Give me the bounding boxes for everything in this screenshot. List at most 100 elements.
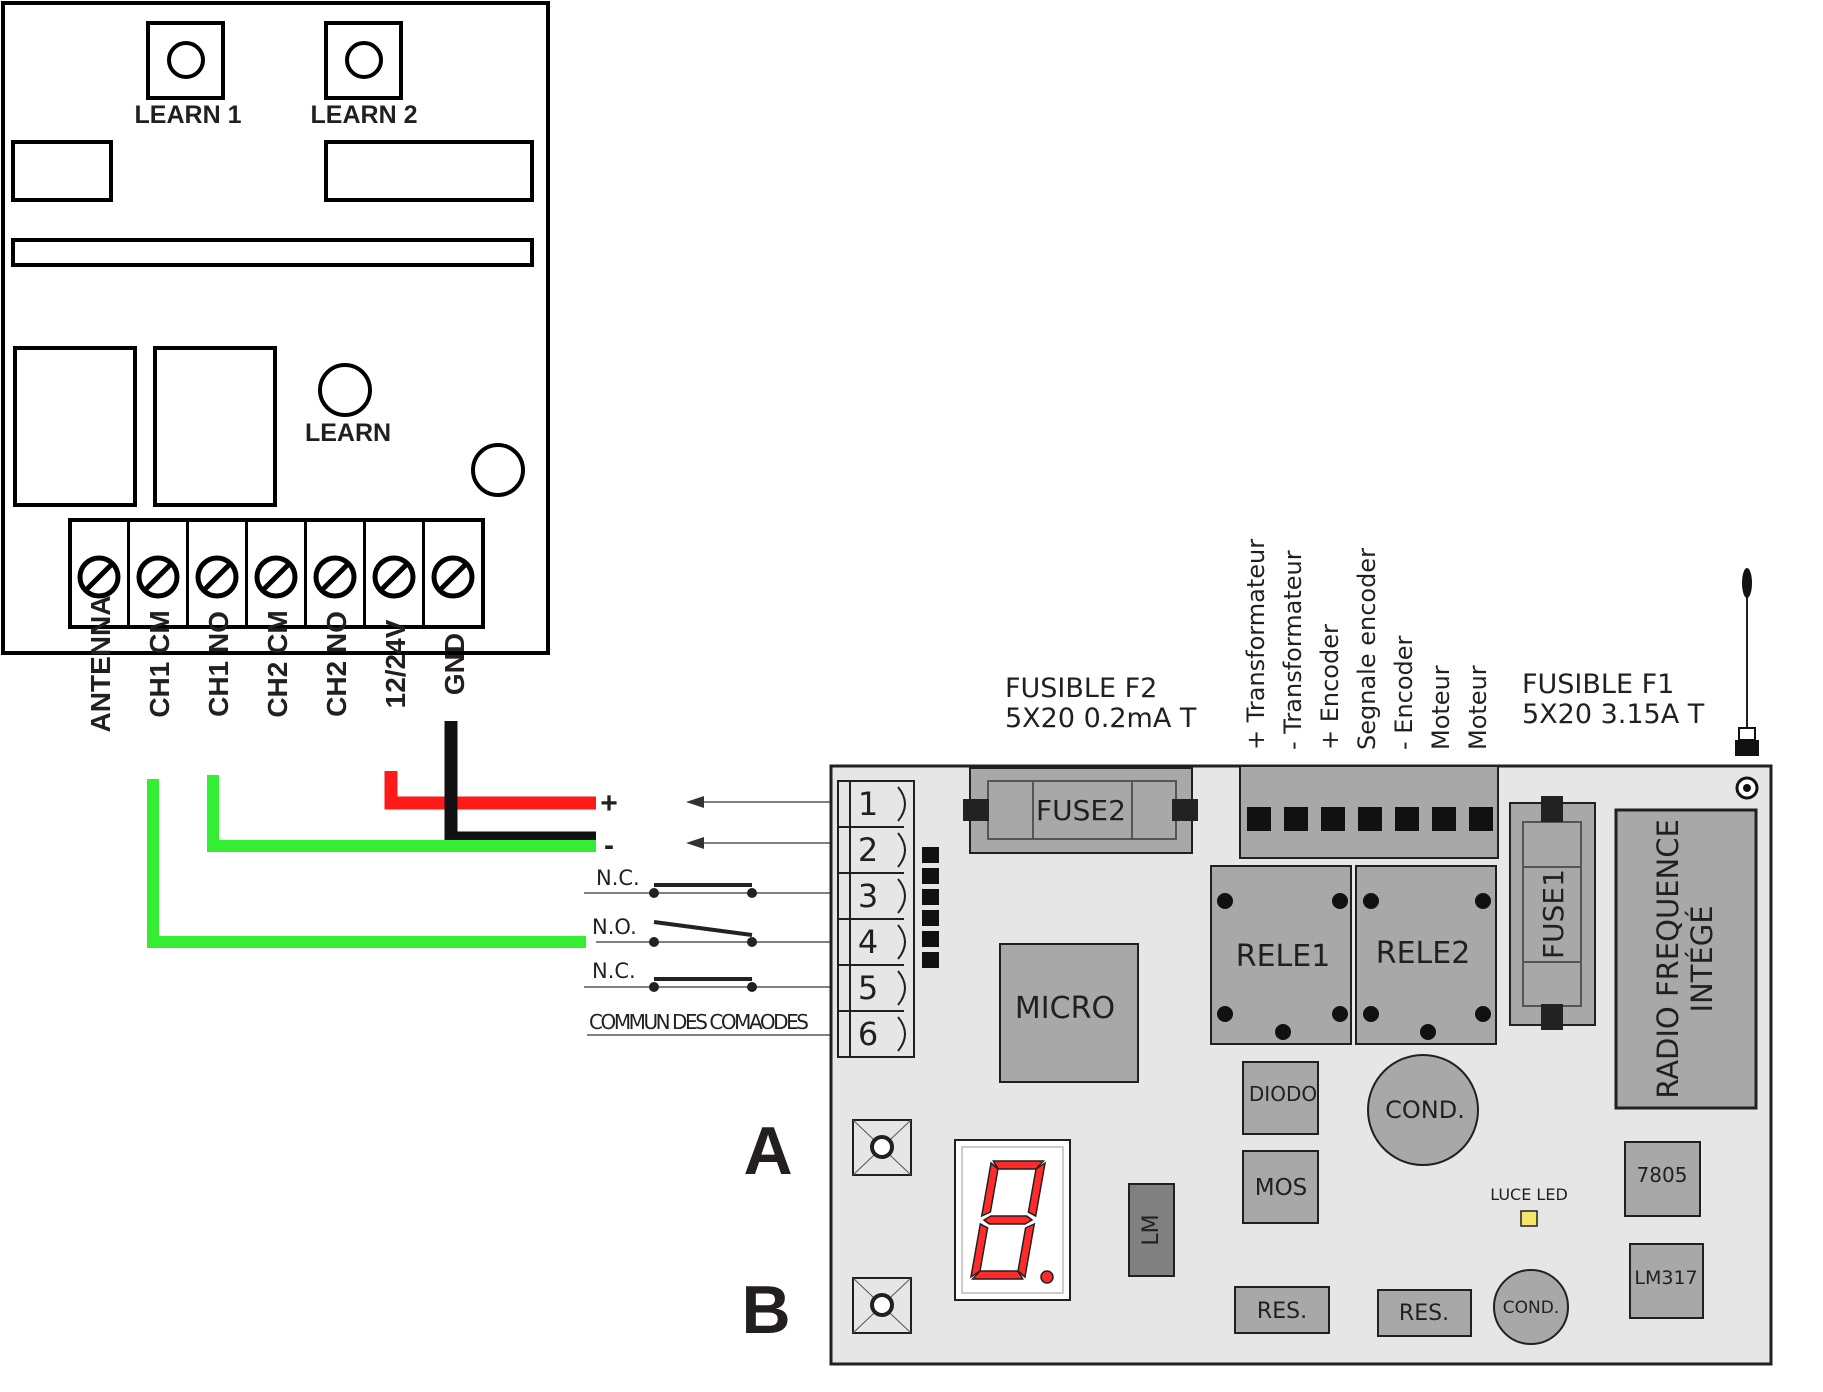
board-terminal-number: 4 [858,923,878,961]
receiver-led [471,443,525,497]
board-terminal-number: 1 [858,785,878,823]
segment-b [1027,1161,1047,1218]
board-terminal-clip [897,786,906,822]
radio-module [1614,808,1758,1110]
button-b-knob [870,1293,894,1317]
fuse1-label: FUSE1 [1537,869,1570,959]
connector-pin [1469,807,1493,831]
fuse-f2-line1: FUSIBLE F2 [1005,673,1157,704]
lm-label: LM [1139,1214,1164,1245]
no-label: N.O. [592,915,637,939]
seven-segment-digit [969,1160,1047,1280]
learn1-button-knob [167,41,205,79]
board-terminal-number: 6 [858,1015,878,1053]
header-pin [922,952,939,968]
ic-7805 [1624,1141,1701,1217]
learn-button[interactable] [318,363,372,417]
relay-pin [1217,893,1233,909]
terminal-screw-slot [144,563,172,591]
res-2-label: RES. [1399,1301,1449,1326]
segment-a [992,1160,1046,1170]
connector-pin [1432,807,1456,831]
terminal-screw-slot [439,563,467,591]
fuse1-clip-bottom [1541,1004,1563,1030]
connector-label: + Transformateur [1242,539,1270,750]
antenna-joint [1738,727,1756,741]
relay-pin [1475,1006,1491,1022]
wires: + - [147,721,830,948]
diodo-label: DIODO [1249,1082,1317,1106]
header-pin [922,931,939,947]
board-pin-header [922,847,939,968]
green-wire-ch1-no [207,775,596,852]
segment-g [982,1215,1034,1225]
board-terminal-clip [897,832,906,868]
common-label: COMMUN DES COMAODES [589,1010,809,1034]
relay-pin [1475,893,1491,909]
board-terminal-number: 2 [858,831,878,869]
connector-pin [1395,807,1419,831]
button-b[interactable] [852,1277,912,1334]
connector-label: Moteur [1427,665,1455,750]
receiver-strip [11,238,534,267]
relay-pin [1420,1024,1436,1040]
board-terminal-number: 3 [858,877,878,915]
fuse1-clip-top [1541,796,1563,822]
relay-pin [1363,893,1379,909]
mos-chip [1242,1150,1319,1224]
micro-label: MICRO [1015,991,1115,1026]
terminal-label: CH1 CM [144,610,175,717]
segment-f [980,1161,999,1218]
antenna-tip [1742,568,1752,598]
terminal-screw-slot [262,563,290,591]
micro-chip [999,943,1139,1083]
antenna-base [1735,740,1759,756]
connector-pin [1247,807,1271,831]
connector-label: - Encoder [1390,635,1418,750]
terminal-screw-slot [321,563,349,591]
terminal-screw-slot [85,563,113,591]
board-terminal-clip [897,924,906,960]
green-wire-ch1-cm [147,779,586,948]
button-b-label: B [741,1272,790,1348]
rele1 [1210,865,1352,1045]
board-terminal-clip [897,970,906,1006]
receiver-component-left [11,140,113,202]
board-terminal-clip [897,878,906,914]
terminal-screw-slot [380,563,408,591]
cond-large [1367,1054,1479,1166]
header-pin [922,868,939,884]
segment-dp [1040,1270,1054,1284]
button-a[interactable] [852,1119,912,1176]
luce-led [1520,1210,1538,1227]
terminal-label: ANTENNA [85,596,116,733]
lm-chip [1128,1183,1175,1277]
receiver-terminal-screws [77,520,475,627]
segment-d [970,1270,1024,1280]
fuse-f1-line1: FUSIBLE F1 [1522,669,1674,700]
nc-top-pin-1 [649,888,659,898]
res-2 [1377,1289,1472,1337]
learn2-button-knob [345,41,383,79]
nc-bottom-pin-1 [649,982,659,992]
cond-small [1493,1269,1569,1345]
terminal-label: 12/24V [380,619,411,708]
board-terminal-clip [897,1016,906,1052]
connector-label: - Transformateur [1279,550,1307,750]
relay-pin [1332,1006,1348,1022]
relay-pin [1217,1006,1233,1022]
connector-label: Segnale encoder [1353,548,1381,750]
diodo [1242,1061,1319,1135]
fuse2-clip-right [1172,799,1198,821]
segment-e [969,1222,989,1279]
top-labels: FUSIBLE F2 5X20 0.2mA T FUSIBLE F1 5X20 … [1005,539,1705,750]
res-1 [1234,1286,1330,1334]
button-a-label: A [743,1113,792,1189]
terminal-label: GND [439,633,470,695]
nc-bottom-label: N.C. [592,959,636,983]
terminal-screw-slot [203,563,231,591]
terminal-label: CH2 CM [262,610,293,717]
